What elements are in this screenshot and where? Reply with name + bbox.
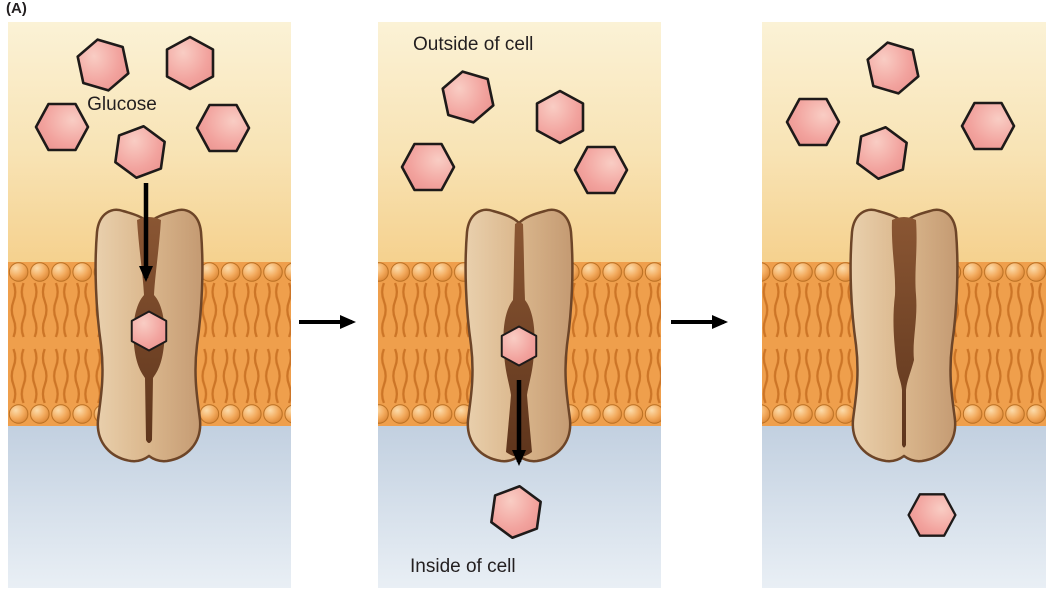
figure-label: (A) <box>6 0 27 17</box>
panel-2: Outside of cell Inside of cell <box>378 22 661 588</box>
glucose-molecule <box>165 35 215 91</box>
glucose-molecule <box>573 145 629 195</box>
glucose-molecule-released <box>907 493 957 537</box>
transport-channel-relaxed <box>891 217 917 448</box>
inside-label: Inside of cell <box>410 556 516 577</box>
glucose-label: Glucose <box>87 94 157 115</box>
glucose-molecule <box>400 142 456 192</box>
glucose-molecule-in-channel <box>500 325 538 367</box>
glucose-molecule-in-channel <box>130 310 168 352</box>
panel-1: Glucose <box>8 22 291 588</box>
glucose-molecule <box>535 89 585 145</box>
glucose-molecule <box>785 97 841 147</box>
glucose-molecule <box>34 102 90 152</box>
panel-3 <box>762 22 1046 588</box>
glucose-molecule <box>960 101 1016 151</box>
outside-label: Outside of cell <box>413 34 533 55</box>
glucose-molecule <box>195 103 251 153</box>
